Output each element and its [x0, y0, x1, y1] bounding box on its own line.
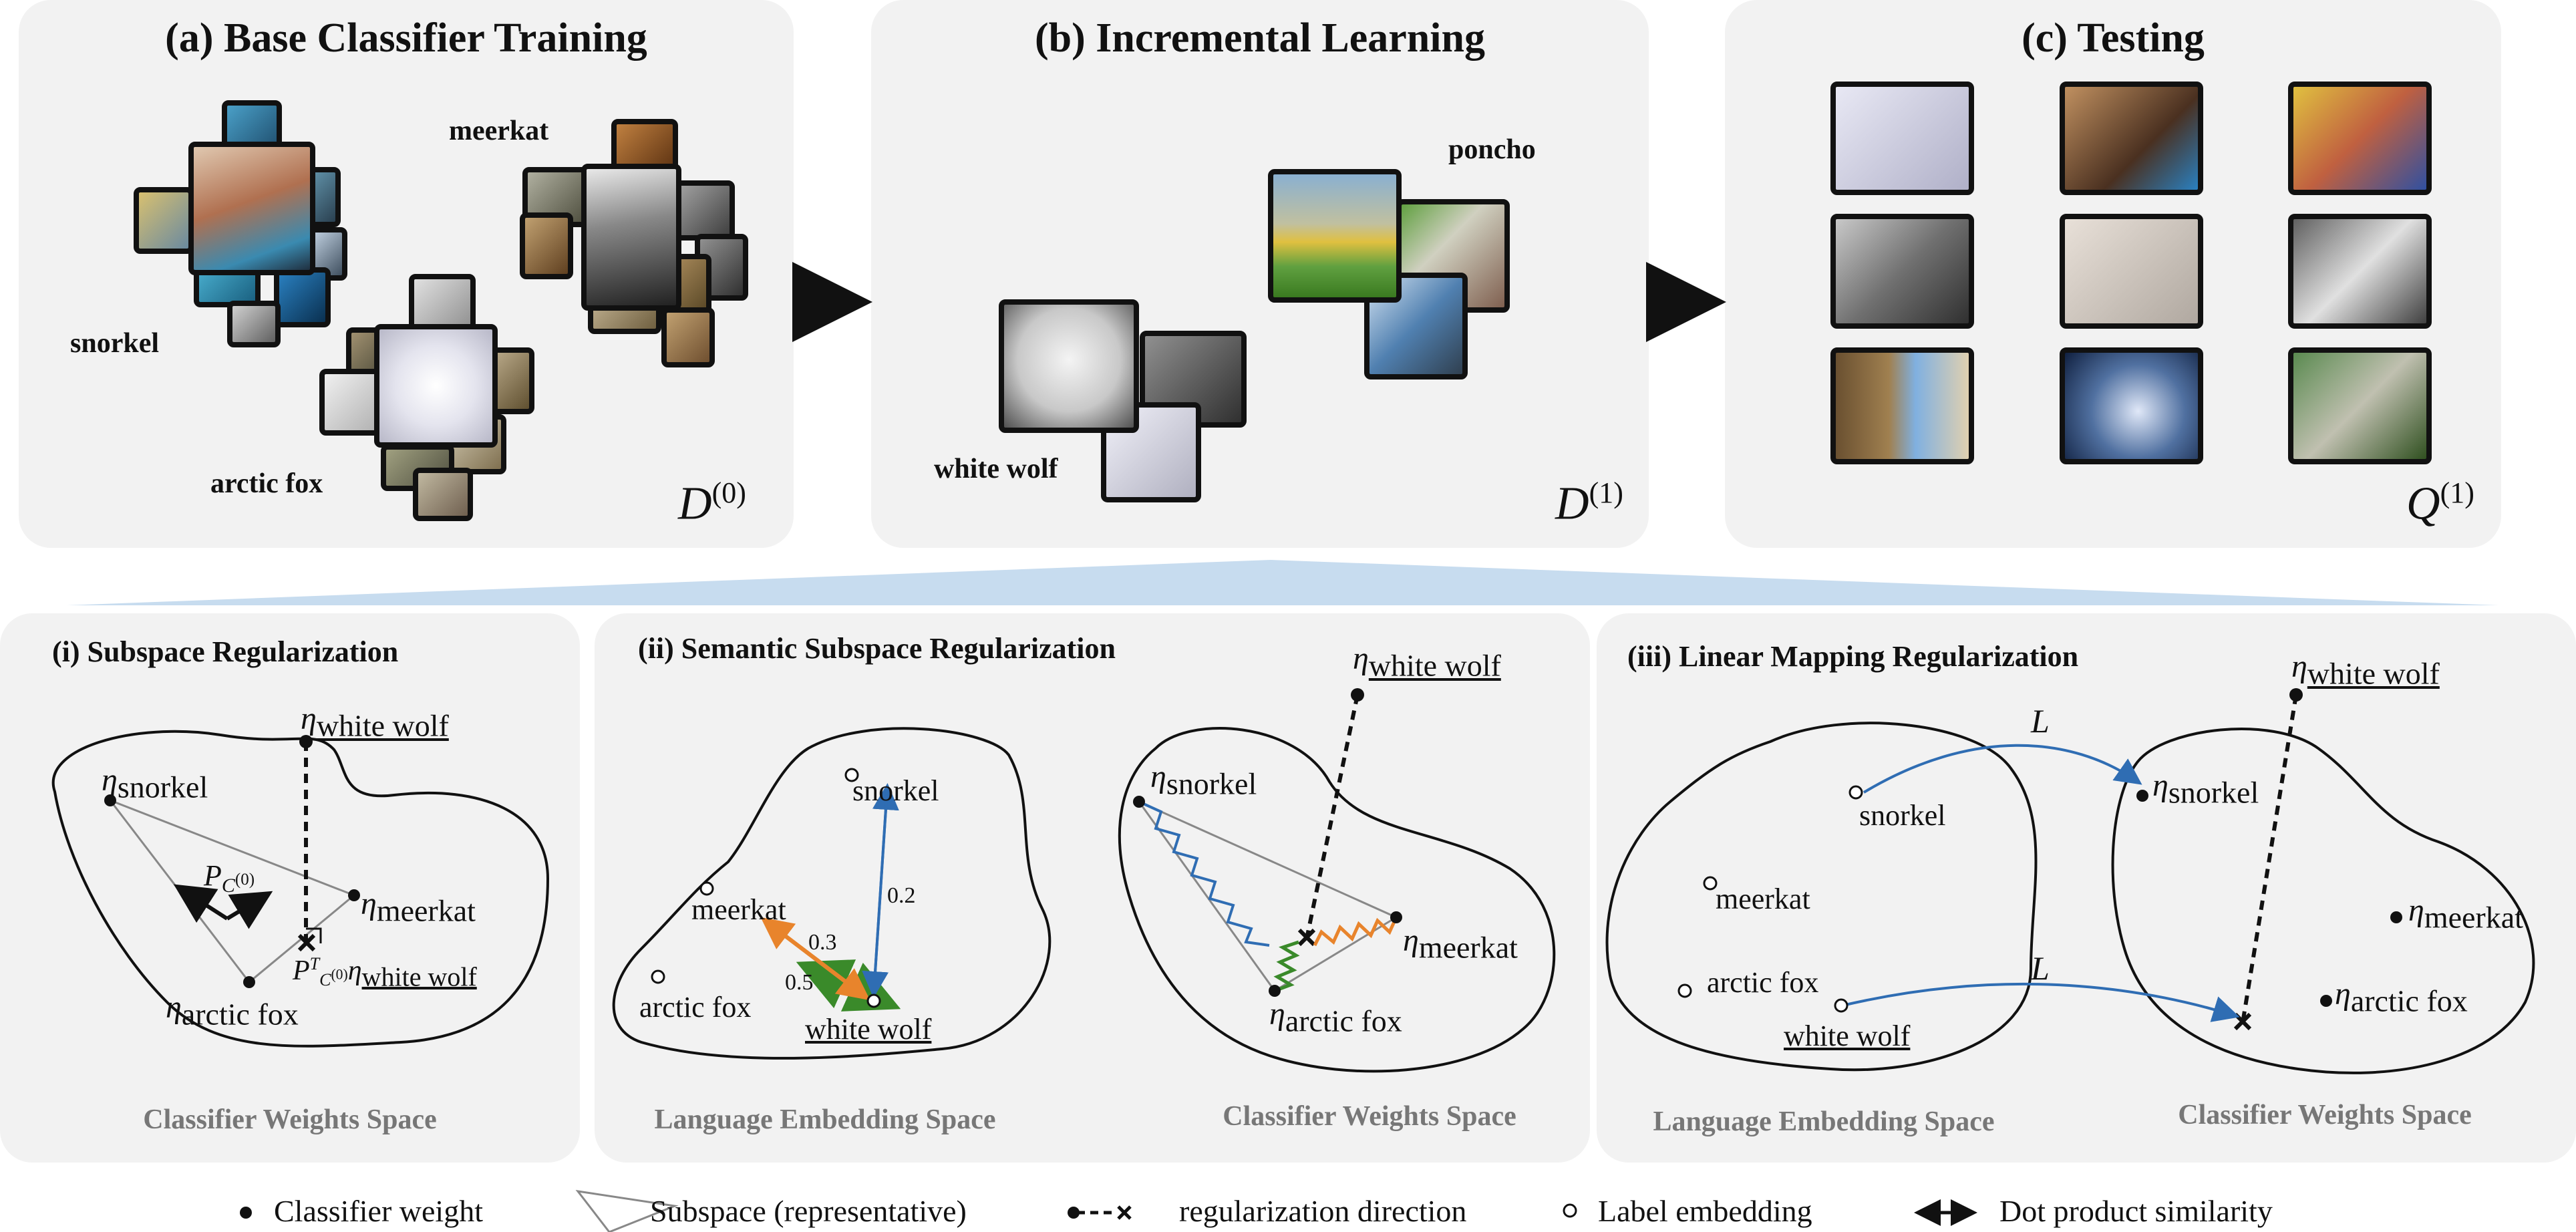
- eta-snorkel-iii: ηsnorkel: [2152, 768, 2259, 810]
- eta-snorkel-ii: ηsnorkel: [1150, 759, 1257, 801]
- dataset-q1: Q(1): [2406, 476, 2474, 530]
- panel-c-title: (c) Testing: [2022, 15, 2205, 61]
- panel-ii-left-space-label: Language Embedding Space: [654, 1104, 996, 1135]
- legend-classifier-weight: Classifier weight: [274, 1194, 483, 1228]
- legend-subspace: Subspace (representative): [650, 1194, 967, 1228]
- embed-arctic-fox-iii: arctic fox: [1707, 966, 1819, 999]
- sim-snorkel: 0.2: [887, 883, 916, 908]
- legend-label-embedding: Label embedding: [1598, 1194, 1812, 1228]
- eta-snorkel-i: ηsnorkel: [102, 762, 208, 804]
- sim-arctic-fox: 0.5: [785, 970, 814, 995]
- panel-iii-left-space-label: Language Embedding Space: [1653, 1106, 1995, 1137]
- sim-meerkat: 0.3: [808, 930, 837, 955]
- panel-ii-right-space-label: Classifier Weights Space: [1223, 1101, 1516, 1132]
- projection-formula: PTC(0)ηwhite wolf: [293, 954, 477, 992]
- embed-white-wolf-ii: white wolf: [805, 1013, 932, 1046]
- embed-arctic-fox-ii: arctic fox: [639, 991, 752, 1024]
- zoom-band: [67, 560, 2499, 605]
- eta-white-wolf-ii: ηwhite wolf: [1353, 641, 1501, 683]
- eta-white-wolf-iii: ηwhite wolf: [2291, 649, 2440, 691]
- embed-snorkel-ii: snorkel: [852, 774, 939, 807]
- eta-meerkat-ii: ηmeerkat: [1403, 923, 1518, 965]
- blob-iii-right: [2111, 728, 2535, 1074]
- panel-subspace-reg: [0, 613, 580, 1163]
- dataset-d1: D(1): [1555, 476, 1623, 530]
- label-meerkat: meerkat: [449, 116, 549, 146]
- panel-semantic-subspace-reg: [595, 613, 1590, 1163]
- panel-i-title: (i) Subspace Regularization: [52, 635, 399, 668]
- label-white-wolf: white wolf: [934, 454, 1058, 484]
- eta-white-wolf-i: ηwhite wolf: [301, 701, 449, 743]
- panel-iii-right-space-label: Classifier Weights Space: [2178, 1100, 2472, 1130]
- blob-iii-left: [1605, 722, 2038, 1072]
- eta-arctic-fox-iii: ηarctic fox: [2335, 976, 2468, 1018]
- panel-linear-mapping-reg: [1597, 613, 2576, 1163]
- mapping-label-top: L: [2031, 702, 2050, 740]
- label-poncho: poncho: [1448, 134, 1536, 165]
- blob-i: [51, 730, 550, 1048]
- eta-meerkat-i: ηmeerkat: [361, 886, 476, 928]
- blob-ii-right: [1118, 727, 1556, 1073]
- dataset-d0: D(0): [678, 476, 746, 530]
- panel-iii-title: (iii) Linear Mapping Regularization: [1627, 640, 2079, 673]
- legend-dot-product-similarity: Dot product similarity: [1999, 1194, 2273, 1228]
- panel-ii-title: (ii) Semantic Subspace Regularization: [638, 632, 1116, 665]
- embed-meerkat-iii: meerkat: [1716, 883, 1810, 915]
- label-arctic-fox: arctic fox: [210, 468, 323, 499]
- embed-white-wolf-iii: white wolf: [1784, 1020, 1911, 1052]
- panel-b-title: (b) Incremental Learning: [1035, 15, 1485, 61]
- mapping-label-bottom: L: [2031, 949, 2050, 987]
- eta-meerkat-iii: ηmeerkat: [2408, 893, 2523, 935]
- eta-arctic-fox-ii: ηarctic fox: [1269, 996, 1402, 1038]
- panel-a-title: (a) Base Classifier Training: [165, 15, 647, 61]
- legend-regularization-direction: regularization direction: [1179, 1194, 1467, 1228]
- embed-snorkel-iii: snorkel: [1859, 799, 1946, 832]
- panel-incremental-learning: [871, 0, 1649, 548]
- projection-label: PC(0): [204, 859, 255, 897]
- embed-meerkat-ii: meerkat: [691, 893, 786, 926]
- panel-i-space-label: Classifier Weights Space: [143, 1104, 437, 1135]
- label-snorkel: snorkel: [70, 328, 160, 359]
- eta-arctic-fox-i: ηarctic fox: [166, 989, 299, 1032]
